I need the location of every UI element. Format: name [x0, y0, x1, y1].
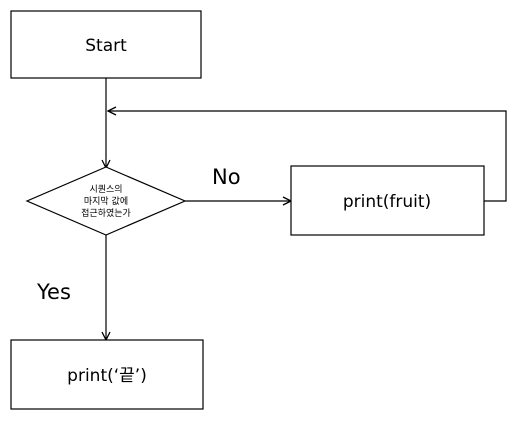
start-node-label: Start — [85, 36, 127, 56]
end-node-label: print(‘끝’) — [67, 366, 147, 386]
edge-yes-label: Yes — [36, 280, 71, 304]
decision-line-3: 접근하였는가 — [81, 207, 131, 219]
loop-body-label: print(fruit) — [343, 192, 431, 212]
decision-line-2: 마지막 값에 — [84, 195, 128, 207]
edge-no-label: No — [212, 165, 241, 189]
loop-body-node: print(fruit) — [290, 165, 485, 236]
edge-loop-back — [108, 111, 507, 202]
end-node: print(‘끝’) — [10, 339, 204, 410]
decision-line-1: 시퀀스의 — [89, 183, 122, 195]
decision-node: 시퀀스의 마지막 값에 접근하였는가 — [25, 166, 187, 236]
start-node: Start — [10, 10, 202, 79]
